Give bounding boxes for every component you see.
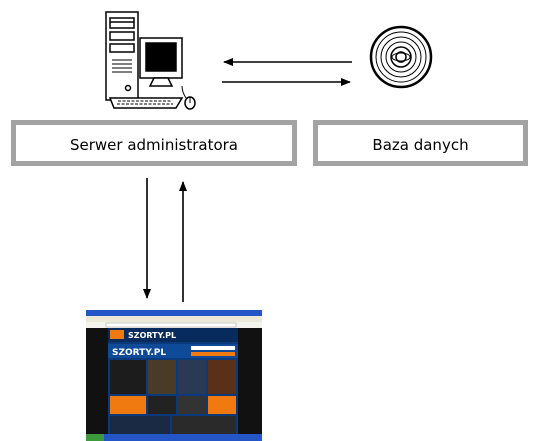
server-box: Serwer administratora — [11, 120, 297, 166]
cd-disc-icon — [369, 25, 433, 89]
database-label: Baza danych — [372, 136, 469, 154]
browser-window-icon: SZORTY.PL SZORTY.PL — [86, 310, 262, 441]
site-logo: SZORTY.PL — [128, 331, 176, 340]
database-box: Baza danych — [313, 120, 528, 166]
desktop-computer-icon — [105, 11, 196, 110]
site-logo-large: SZORTY.PL — [112, 348, 166, 358]
server-label: Serwer administratora — [70, 136, 238, 154]
